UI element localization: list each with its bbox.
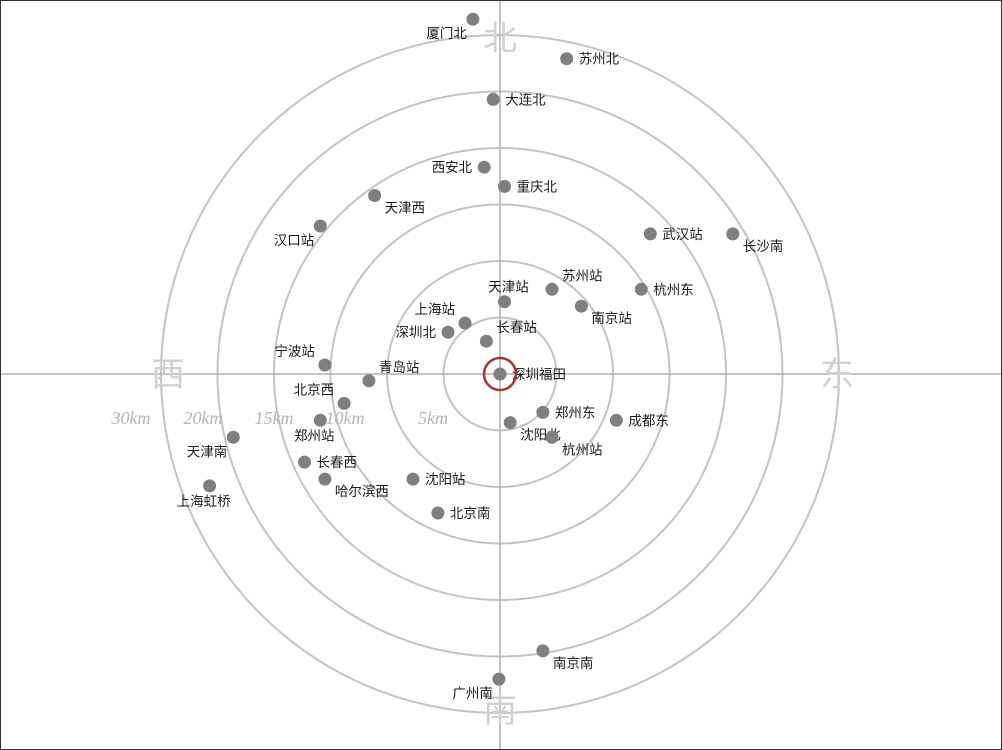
ring-label-20km: 20km [184,408,223,428]
station-label-9: 长沙南 [743,239,784,255]
station-point-4 [477,160,491,174]
station-point-13 [498,295,511,309]
direction-west: 西 [151,355,185,395]
station-label-7: 汉口站 [274,233,315,249]
station-label-5: 重庆北 [517,179,558,195]
station-point-29 [545,430,559,444]
station-point-8 [643,227,657,241]
station-label-13: 天津站 [488,280,529,296]
station-point-15 [479,334,493,348]
station-point-1 [466,12,480,26]
station-label-12: 南京站 [591,311,632,327]
station-point-30 [609,413,623,427]
station-point-11 [545,282,559,296]
station-point-18 [362,374,376,388]
station-label-19: 北京西 [294,382,335,398]
station-label-18: 青岛站 [379,360,420,376]
station-label-2: 苏州北 [579,52,620,68]
ring-label-10km: 10km [326,408,365,428]
station-point-26 [431,506,445,520]
station-point-17 [318,358,332,372]
station-point-14 [458,316,472,330]
station-point-25 [406,472,420,486]
station-label-20: 郑州站 [294,428,335,444]
station-label-15: 长春站 [496,320,537,336]
station-point-16 [441,325,455,339]
station-label-31: 南京南 [553,656,594,672]
station-label-3: 大连北 [505,92,546,108]
station-label-22: 长春西 [317,455,358,471]
station-point-24 [203,479,217,493]
station-label-0: 深圳福田 [512,367,566,383]
station-label-32: 广州南 [452,686,493,702]
station-point-12 [574,299,588,313]
station-label-10: 杭州东 [653,282,694,298]
station-label-25: 沈阳站 [425,472,466,488]
station-point-0 [493,367,507,381]
station-label-16: 深圳北 [396,325,437,341]
station-label-14: 上海站 [415,302,456,318]
station-point-6 [368,189,382,202]
station-point-5 [498,179,511,193]
station-point-27 [503,416,517,430]
direction-north: 北 [483,19,517,59]
station-label-26: 北京南 [450,506,491,522]
ring-label-30km: 30km [111,408,151,428]
direction-east: 东 [820,355,854,395]
station-label-23: 哈尔滨西 [335,484,389,500]
station-point-21 [226,430,240,444]
station-label-17: 宁波站 [274,343,315,360]
station-point-31 [536,644,550,658]
station-point-3 [486,92,500,106]
station-point-2 [560,52,574,66]
station-label-6: 天津西 [385,201,426,217]
station-label-24: 上海虹桥 [177,494,231,510]
station-point-32 [492,672,506,686]
station-point-10 [634,282,648,296]
station-label-8: 武汉站 [662,227,703,243]
station-label-4: 西安北 [432,160,473,176]
ring-label-15km: 15km [255,408,294,428]
station-label-1: 厦门北 [426,26,467,42]
ring-label-5km: 5km [418,408,448,428]
station-label-29: 杭州站 [562,442,603,458]
station-point-20 [313,413,327,427]
station-point-19 [337,396,351,410]
station-point-23 [318,472,332,486]
station-label-21: 天津南 [187,444,228,460]
station-label-30: 成都东 [628,413,669,429]
station-point-28 [536,405,550,419]
station-point-22 [298,455,311,469]
station-label-11: 苏州站 [562,268,603,284]
station-point-7 [313,219,327,233]
origin-marker [482,356,518,392]
direction-south: 南 [483,691,517,731]
station-point-9 [726,227,740,241]
station-label-28: 郑州东 [555,405,596,421]
